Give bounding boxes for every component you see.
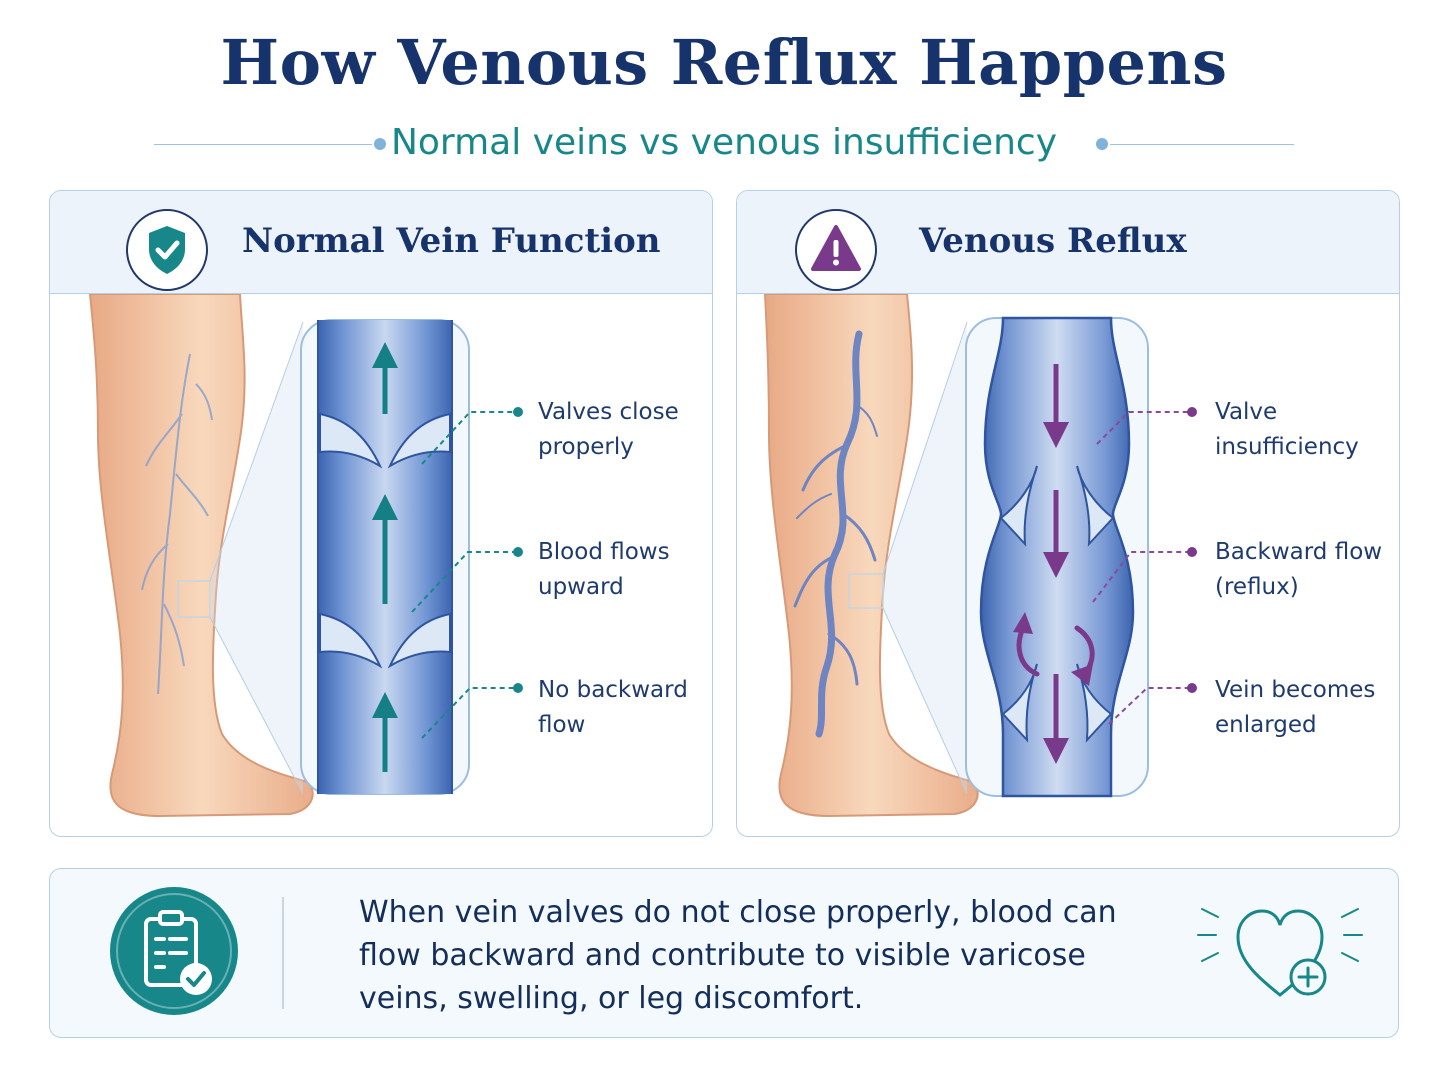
normal-leader-dots (513, 407, 523, 693)
reflux-valves (999, 465, 1115, 743)
venous-reflux-panel: Venous Reflux (736, 190, 1400, 837)
reflux-leg-varicose-veins (793, 330, 878, 738)
reflux-panel-header: Venous Reflux (737, 191, 1399, 294)
normal-zoom-box (177, 580, 211, 618)
reflux-leader-lines (1092, 411, 1189, 725)
normal-leader-lines (411, 411, 516, 739)
reflux-zoom-box (848, 573, 884, 609)
reflux-zoom-cone (883, 322, 967, 794)
subtitle-rule-right (1110, 144, 1294, 145)
reflux-vein-closeup (965, 316, 1149, 798)
normal-leg-veins (141, 353, 213, 695)
normal-valves (319, 412, 451, 669)
warning-triangle-icon (811, 225, 861, 271)
normal-panel-title: Normal Vein Function (242, 221, 661, 261)
summary-box: When vein valves do not close properly, … (49, 868, 1399, 1038)
subtitle-rule-left (154, 144, 372, 145)
normal-panel-header: Normal Vein Function (50, 191, 712, 294)
reflux-downward-arrows (1043, 364, 1069, 764)
subtitle-row: Normal veins vs venous insufficiency (0, 118, 1448, 170)
normal-badge (126, 209, 208, 291)
reflux-badge (795, 209, 877, 291)
reflux-leader-dots (1187, 407, 1197, 693)
page-subtitle: Normal veins vs venous insufficiency (390, 122, 1058, 163)
normal-leg (88, 294, 314, 818)
normal-vein-closeup (300, 319, 470, 795)
reflux-panel-title: Venous Reflux (919, 221, 1187, 261)
summary-divider (282, 897, 284, 1009)
normal-vein-illustration (88, 294, 523, 818)
reflux-leg (763, 294, 979, 818)
normal-zoom-cone (210, 322, 303, 794)
clipboard-check-icon (110, 887, 238, 1015)
normal-vein-panel: Normal Vein Function (49, 190, 713, 837)
page-title: How Venous Reflux Happens (220, 26, 1228, 99)
shield-check-icon (149, 226, 185, 274)
reflux-label-backward-flow: Backward flow(reflux) (1215, 539, 1383, 600)
subtitle-dot-left (374, 138, 386, 150)
summary-text: When vein valves do not close properly, … (359, 895, 1117, 1016)
reflux-vein-illustration (763, 294, 1197, 818)
heart-plus-icon (1197, 908, 1363, 997)
normal-upward-arrows (372, 342, 398, 772)
subtitle-dot-right (1096, 138, 1108, 150)
